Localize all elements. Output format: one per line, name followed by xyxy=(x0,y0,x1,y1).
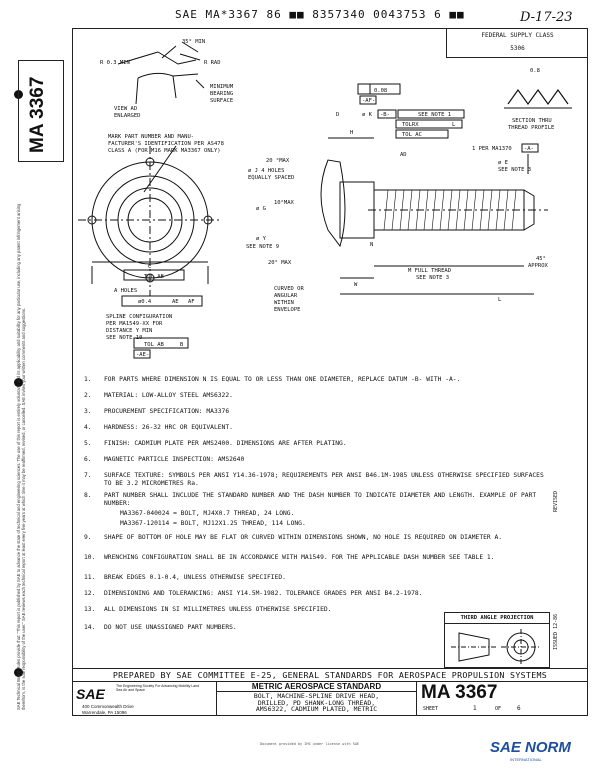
datum-label: -A- xyxy=(524,146,534,152)
punch-hole xyxy=(14,378,23,387)
prepared-by: PREPARED BY SAE COMMITTEE E-25, GENERAL … xyxy=(72,668,588,682)
drawing-label: SEE NOTE 3 xyxy=(498,167,531,173)
drawing-label: SURFACE xyxy=(210,98,233,104)
drawing-label: ø Y xyxy=(256,236,267,242)
fsc-label: FEDERAL SUPPLY CLASS xyxy=(481,32,554,39)
drawing-label: CURVED OR xyxy=(274,286,304,292)
fsc-value: 5306 xyxy=(510,45,525,52)
projection-symbol-icon xyxy=(451,629,541,665)
drawing-label: ø E xyxy=(498,160,508,166)
drawing-label: BEARING xyxy=(210,91,233,97)
drawing-label: SEE NOTE 3 xyxy=(416,275,449,281)
title-block: SAE The Engineering Society For Advancin… xyxy=(72,682,588,716)
drawing-label: APPROX xyxy=(528,263,549,269)
drawing-label: 0.8 xyxy=(530,68,540,74)
drawing-label: W xyxy=(354,282,358,288)
datum-label: -B- xyxy=(380,112,390,118)
drawing-label: 45° xyxy=(536,256,546,262)
drawing-label: D xyxy=(336,112,339,118)
tolerance-value: TOL AB xyxy=(144,274,165,280)
drawing-label: L xyxy=(452,122,456,128)
tolerance-value: TOLRX xyxy=(402,122,419,128)
drawing-label: R 0.3 MIN xyxy=(100,60,130,66)
drawing-label: DISTANCE Y MIN xyxy=(106,328,152,334)
tolerance-value: TOL AB xyxy=(144,342,165,348)
drawing-label: CLASS A (FOR M16 MARK MA3367 ONLY) xyxy=(108,148,221,154)
drawing-label: ø K xyxy=(362,112,373,118)
drawing-label: N xyxy=(370,242,373,248)
third-angle-projection: THIRD ANGLE PROJECTION xyxy=(444,612,550,668)
view-ad-profile xyxy=(157,51,197,65)
part-description: BOLT, MACHINE-SPLINE DRIVE HEAD, DRILLED… xyxy=(216,692,416,716)
drawing-label: SEE NOTE 10 xyxy=(106,335,142,341)
drawing-label: H xyxy=(350,130,353,136)
datum-ref: AF xyxy=(188,299,195,305)
tolerance-value: 0.08 xyxy=(374,88,387,94)
drawing-label: ANGULAR xyxy=(274,293,298,299)
drawing-label: THREAD PROFILE xyxy=(508,125,554,131)
drawing-label: A HOLES xyxy=(114,288,137,294)
sheet-number: 1 xyxy=(473,705,477,712)
federal-supply-class: FEDERAL SUPPLY CLASS 5306 xyxy=(446,28,588,58)
sae-logo-text: SAE xyxy=(76,686,105,702)
drawing-label: 20° MAX xyxy=(268,260,292,266)
projection-title: THIRD ANGLE PROJECTION xyxy=(445,613,549,624)
drawing-label: 20 °MAX xyxy=(266,158,290,164)
drawing-label: SEE NOTE 1 xyxy=(418,112,451,118)
drawing-label: PER MA1549-XX FOR xyxy=(106,321,163,327)
drawing-label: WITHIN xyxy=(274,300,294,306)
drawing-label: FACTURER'S IDENTIFICATION PER AS478 xyxy=(108,141,224,147)
drawing-label: AD xyxy=(400,152,407,158)
view-ad-profile xyxy=(137,72,199,79)
drawing-label: EQUALLY SPACED xyxy=(248,175,294,181)
drawing-label: MINIMUM xyxy=(210,84,234,90)
drawing-label: M FULL THREAD xyxy=(408,268,451,274)
drawing-label: 10°MAX xyxy=(274,200,295,206)
datum-ref: B xyxy=(180,342,184,348)
copyright-footer: Document provided by IHS under license w… xyxy=(260,742,360,746)
drawing-label: R RAD xyxy=(204,60,221,66)
sae-tagline: The Engineering Society For Advancing Mo… xyxy=(116,684,200,692)
tolerance-value: ø0.4 xyxy=(138,299,152,305)
view-ad-profile xyxy=(135,75,177,105)
legal-notice: SAE Technical Board Rules provide that: … xyxy=(16,203,26,710)
watermark-logo: SAE NORM xyxy=(490,739,571,756)
drawing-label: 1 PER MA1370 xyxy=(472,146,512,152)
document-number: MA 3367 xyxy=(421,682,498,703)
sheet-total: 6 xyxy=(517,705,521,712)
datum-label: -AF- xyxy=(362,98,375,104)
revised-label: REVISED xyxy=(553,490,559,512)
datum-ref: AE xyxy=(172,299,179,305)
side-part-number: MA 3367 xyxy=(18,60,64,162)
sae-logo: SAE The Engineering Society For Advancin… xyxy=(76,684,206,702)
document-number-box: MA 3367 SHEET 1 OF 6 xyxy=(416,682,588,716)
drawing-label: ø G xyxy=(256,206,266,212)
header-code-line: SAE MA*3367 86 ■■ 8357340 0043753 6 ■■ xyxy=(175,8,465,21)
drawing-label: ENVELOPE xyxy=(274,307,301,313)
drawing-label: SPLINE CONFIGURATION xyxy=(106,314,172,320)
drawing-label: ø J 4 HOLES xyxy=(248,168,284,174)
punch-hole xyxy=(14,668,23,677)
drawing-frame xyxy=(72,28,588,716)
drawing-label: 35° MIN xyxy=(182,39,205,45)
handwritten-date: D-17-23 xyxy=(520,10,573,25)
drawing-label: C xyxy=(148,264,151,270)
drawing-label: SECTION THRU xyxy=(512,118,552,124)
sheet-label: SHEET xyxy=(423,706,439,712)
standard-title: METRIC AEROSPACE STANDARD xyxy=(216,682,416,692)
view-ad-profile xyxy=(117,51,159,65)
watermark-subtitle: INTERNATIONAL xyxy=(510,757,542,762)
tolerance-value: TOL AC xyxy=(402,132,422,138)
datum-label: -AE- xyxy=(136,352,149,358)
issued-date: ISSUED 12-86 xyxy=(553,613,559,650)
bolt-head-side xyxy=(320,159,346,248)
sae-address: 400 Commonwealth Drive Warrendale, PA 15… xyxy=(82,704,134,715)
drawing-label: L xyxy=(498,297,502,303)
drawing-label: SEE NOTE 9 xyxy=(246,244,279,250)
drawing-label: VIEW AD xyxy=(114,106,137,112)
technical-drawing: 35° MIN R 0.3 MIN R RAD MINIMUM BEARING … xyxy=(78,39,572,359)
drawing-label: ENLARGED xyxy=(114,113,141,119)
drawing-label: MARK PART NUMBER AND MANU- xyxy=(108,134,194,140)
of-label: OF xyxy=(495,706,502,712)
